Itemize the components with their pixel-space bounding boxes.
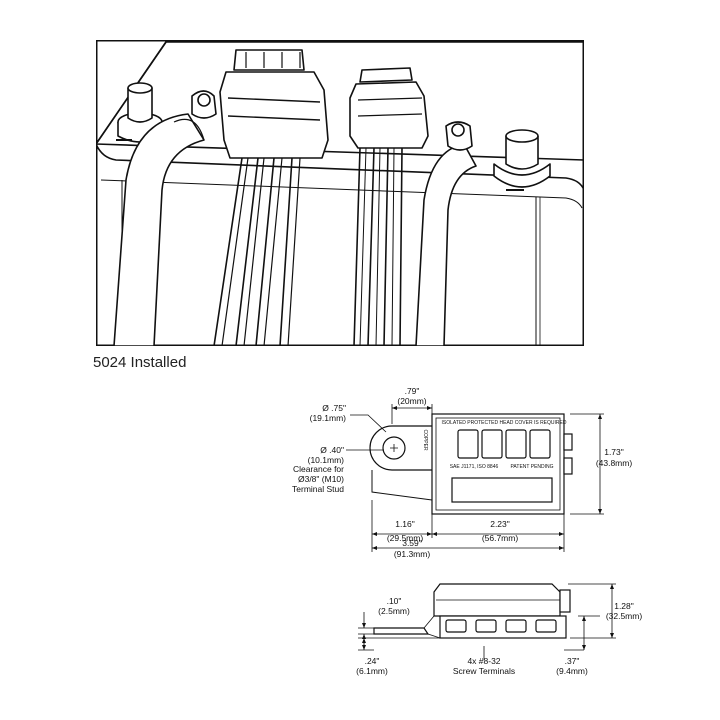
dim-037-in: .37" [565,656,580,666]
caption: 5024 Installed [93,354,187,371]
dim-024-mm: (6.1mm) [356,666,388,676]
terminal-lug [369,425,439,471]
dim-040-in: Ø .40" [320,445,344,455]
dim-040-mm: (10.1mm) [308,455,345,465]
dim-173-mm: (43.8mm) [596,458,633,468]
screw-terminal [505,619,527,633]
top-view-dimensions: .79" (20mm) Ø .75" (19.1mm) Ø .40" (10.1… [292,386,632,559]
dim-075-in: Ø .75" [322,403,346,413]
dim-128-in: 1.28" [614,601,634,611]
top-view [369,413,573,515]
clearance-line2: Ø3/8" (M10) [298,474,344,484]
screw-terminal [445,619,467,633]
side-view-arrowheads [362,584,614,650]
dim-010-mm: (2.5mm) [378,606,410,616]
screw-terminals-label: Screw Terminals [453,666,515,676]
screw-terminal [535,619,557,633]
stud-hole [382,436,406,460]
battery-drawing [96,40,584,346]
dim-173-in: 1.73" [604,447,624,457]
dim-010-in: .10" [387,596,402,606]
cover-window [457,429,479,459]
screw-count: 4x #8-32 [467,656,500,666]
dim-075-mm: (19.1mm) [310,413,347,423]
cover-text-line1: ISOLATED PROTECTED HEAD COVER IS REQUIRE… [442,420,567,426]
dim-128-mm: (32.5mm) [606,611,643,621]
clearance-line3: Terminal Stud [292,484,344,494]
dim-223-in: 2.23" [490,519,510,529]
terminal-row [439,615,567,639]
dim-037-mm: (9.4mm) [556,666,588,676]
dim-359-in: 3.59" [402,538,422,548]
cover-text-line2-right: PATENT PENDING [510,464,553,470]
label-window [451,477,553,503]
dim-223-mm: (56.7mm) [482,533,519,543]
side-view [373,583,571,639]
installed-illustration [96,40,584,346]
dim-079-in: .79" [405,386,420,396]
cover-window [481,429,503,459]
top-view-dimension-lines [346,404,604,552]
terminal-mark: COPPER [422,429,428,451]
top-view-labels: ISOLATED PROTECTED HEAD COVER IS REQUIRE… [422,420,567,470]
cover-window [529,429,551,459]
dim-116-in: 1.16" [395,519,415,529]
screw-terminal [475,619,497,633]
dim-079-mm: (20mm) [397,396,426,406]
module-body [431,413,565,515]
cover-text-line2-left: SAE J1171, ISO 8846 [450,464,499,470]
clearance-line1: Clearance for [293,464,344,474]
dim-116-mm: (29.5mm) [387,533,424,543]
side-view-dimension-lines [358,583,616,660]
cover-window [505,429,527,459]
side-view-dimensions: .10" (2.5mm) 1.28" (32.5mm) .24" (6.1mm)… [356,596,642,676]
dim-024-in: .24" [365,656,380,666]
dim-359-mm: (91.3mm) [394,549,431,559]
